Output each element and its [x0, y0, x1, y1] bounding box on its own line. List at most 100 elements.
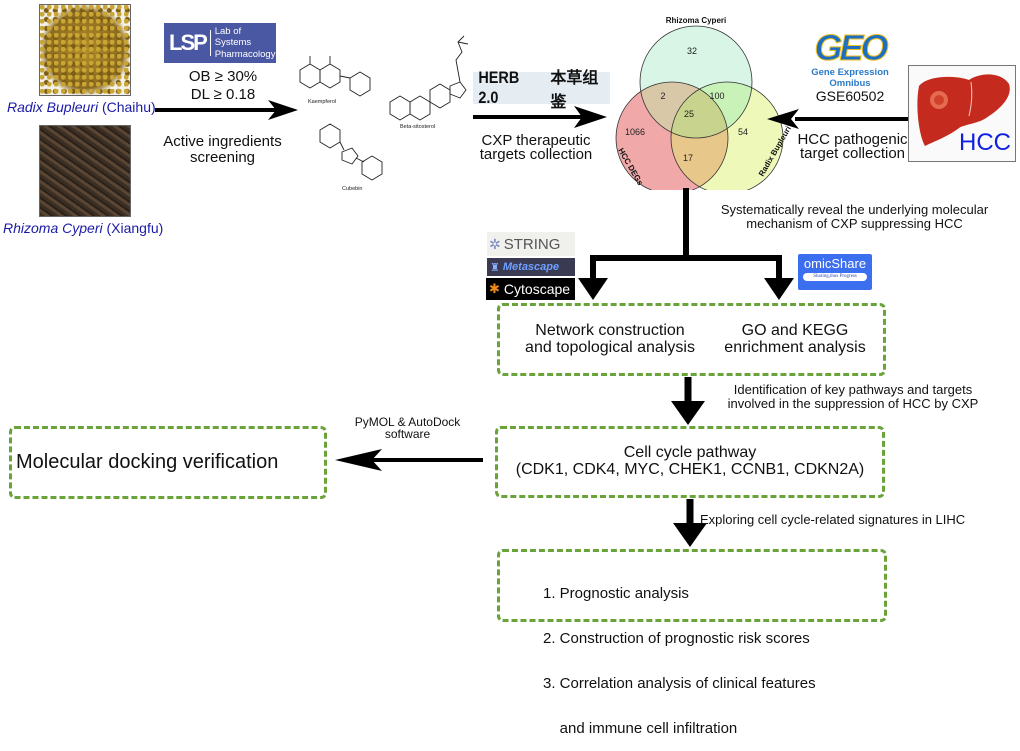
- cubebin-label: Cubebin: [342, 186, 363, 192]
- active-ingredients-line1: Active ingredients: [163, 133, 282, 150]
- arrow-screening: [155, 100, 298, 120]
- network-analysis-line2: and topological analysis: [525, 339, 695, 356]
- radix-bupleuri-latin: Radix Bupleuri: [7, 99, 99, 115]
- hcc-label: HCC: [959, 129, 1011, 156]
- geo-logo-mark: GEO: [814, 27, 889, 68]
- cell-cycle-title: Cell cycle pathway: [623, 444, 757, 461]
- arrow-split: [578, 188, 794, 300]
- metascape-icon: ♜: [490, 261, 500, 274]
- venn-diagram: Rhizoma Cyperi HCC DEGs Radix Bupleuri 3…: [615, 16, 793, 190]
- hcc-collection-label: HCC pathogenic target collection: [790, 131, 915, 162]
- identify-line2: involved in the suppression of HCC by CX…: [727, 396, 979, 411]
- lsp-logo: LSP Lab of Systems Pharmacology: [164, 23, 276, 63]
- cell-cycle-box: [495, 426, 885, 498]
- herb-db-chinese: 本草组鉴: [550, 68, 599, 111]
- venn-label-rhizoma-cyperi: Rhizoma Cyperi: [666, 16, 726, 25]
- beta-sitosterol-label: Beta-sitosterol: [400, 124, 435, 130]
- kaempferol-label: Kaempferol: [308, 99, 336, 105]
- ob-criterion: OB ≥ 30%: [188, 68, 258, 85]
- geo-subtitle: Gene Expression Omnibus: [811, 67, 889, 89]
- lsp-logo-text: Lab of Systems Pharmacology: [215, 26, 276, 60]
- lsp-line2: Pharmacology: [214, 48, 276, 60]
- lsp-line1: Lab of Systems: [214, 25, 252, 49]
- lsp-divider: [209, 30, 211, 56]
- cytoscape-logo-text: Cytoscape: [503, 281, 571, 297]
- enrichment-analysis-label: GO and KEGG enrichment analysis: [710, 322, 880, 356]
- cytoscape-logo: ✱ Cytoscape: [486, 278, 575, 300]
- network-analysis-label: Network construction and topological ana…: [515, 322, 705, 356]
- venn-count-rb-only: 54: [738, 127, 748, 137]
- dl-criterion: DL ≥ 0.18: [190, 86, 256, 103]
- active-ingredients-label: Active ingredients screening: [155, 134, 290, 166]
- omicshare-tagline: Sharing,thus Progress: [803, 273, 867, 281]
- reveal-label: Systematically reveal the underlying mol…: [692, 203, 1017, 231]
- radix-bupleuri-photo: [39, 4, 131, 96]
- prognostic-item-2: 2. Construction of prognostic risk score…: [543, 630, 810, 647]
- explore-label: Exploring cell cycle-related signatures …: [700, 512, 966, 527]
- geo-dataset: GSE60502: [815, 88, 885, 104]
- arrow-docking: [335, 449, 483, 471]
- venn-count-rc-hcc: 2: [660, 91, 665, 101]
- docking-software-label: PyMOL & AutoDock software: [335, 416, 480, 440]
- active-ingredients-line2: screening: [189, 148, 256, 166]
- cubebin-structure: [319, 123, 383, 181]
- venn-count-rc-only: 32: [687, 46, 697, 56]
- venn-count-hcc-rb: 17: [683, 153, 693, 163]
- arrow-hcc-targets: [767, 109, 908, 129]
- cytoscape-icon: ✱: [489, 281, 500, 296]
- prognostic-item-1: 1. Prognostic analysis: [543, 585, 689, 602]
- docking-software-line2: software: [384, 427, 431, 441]
- enrichment-analysis-line2: enrichment analysis: [724, 339, 866, 356]
- docking-box: [9, 426, 327, 499]
- string-logo-text: STRING: [503, 235, 561, 253]
- venn-overlap-all: [671, 82, 728, 138]
- identify-line1: Identification of key pathways and targe…: [733, 382, 973, 397]
- cxp-targets-line1: CXP therapeutic: [481, 132, 591, 149]
- metascape-logo: ♜ Metascape: [487, 258, 575, 276]
- cxp-targets-label: CXP therapeutic targets collection: [476, 132, 596, 163]
- prognostic-item-3-cont: and immune cell infiltration: [543, 720, 738, 737]
- radix-bupleuri-caption: Radix Bupleuri (Chaihu): [7, 99, 156, 115]
- metascape-logo-text: Metascape: [502, 261, 560, 273]
- rhizoma-cyperi-latin: Rhizoma Cyperi: [3, 220, 103, 236]
- lsp-logo-mark: LSP: [169, 30, 208, 55]
- hcc-collection-line1: HCC pathogenic: [797, 131, 908, 148]
- cell-cycle-genes: (CDK1, CDK4, MYC, CHEK1, CCNB1, CDKN2A): [515, 461, 865, 478]
- identify-label: Identification of key pathways and targe…: [708, 383, 998, 411]
- rhizoma-cyperi-caption: Rhizoma Cyperi (Xiangfu): [3, 220, 163, 236]
- venn-count-all: 25: [684, 109, 694, 119]
- cxp-targets-line2: targets collection: [479, 146, 593, 163]
- prognostic-box: [497, 549, 887, 622]
- rhizoma-cyperi-pinyin: (Xiangfu): [106, 220, 164, 236]
- screening-criteria: OB ≥ 30% DL ≥ 0.18: [178, 68, 268, 104]
- liver-icon: [917, 74, 1010, 146]
- geo-logo: GEO Gene Expression Omnibus: [790, 27, 910, 89]
- docking-software-line1: PyMOL & AutoDock: [354, 415, 461, 429]
- kaempferol-structure: [299, 56, 371, 97]
- herb-db-name: HERB 2.0: [478, 68, 520, 107]
- herb-db-logo: HERB 2.0 本草组鉴: [473, 68, 610, 111]
- arrow-explore: [673, 499, 707, 547]
- analysis-box: [497, 303, 886, 376]
- hcc-liver-image: HCC: [908, 65, 1016, 162]
- radix-bupleuri-pinyin: (Chaihu): [101, 99, 156, 115]
- venn-count-hcc-only: 1066: [625, 127, 645, 137]
- enrichment-analysis-line1: GO and KEGG: [741, 322, 849, 339]
- arrow-identify: [671, 377, 705, 425]
- hcc-collection-line2: target collection: [799, 145, 906, 162]
- network-analysis-line1: Network construction: [535, 322, 685, 339]
- string-network-icon: ✲: [489, 235, 501, 252]
- venn-count-rc-rb: 100: [709, 91, 724, 101]
- prognostic-item-3: 3. Correlation analysis of clinical feat…: [543, 675, 816, 692]
- cell-cycle-label: Cell cycle pathway (CDK1, CDK4, MYC, CHE…: [495, 444, 885, 478]
- beta-sitosterol-structure: [389, 35, 469, 121]
- reveal-line2: mechanism of CXP suppressing HCC: [746, 216, 963, 231]
- rhizoma-cyperi-photo: [39, 125, 131, 217]
- molecule-structures: Kaempferol Beta-sitosterol Cubebin: [299, 35, 469, 192]
- omicshare-logo: omicShare Sharing,thus Progress: [798, 254, 872, 290]
- docking-label: Molecular docking verification: [16, 451, 279, 473]
- string-logo: ✲ STRING: [487, 232, 575, 256]
- arrow-cxp-targets: [473, 106, 607, 128]
- omicshare-logo-text: omicShare: [803, 256, 867, 271]
- prognostic-list: 1. Prognostic analysis 2. Construction o…: [543, 556, 816, 751]
